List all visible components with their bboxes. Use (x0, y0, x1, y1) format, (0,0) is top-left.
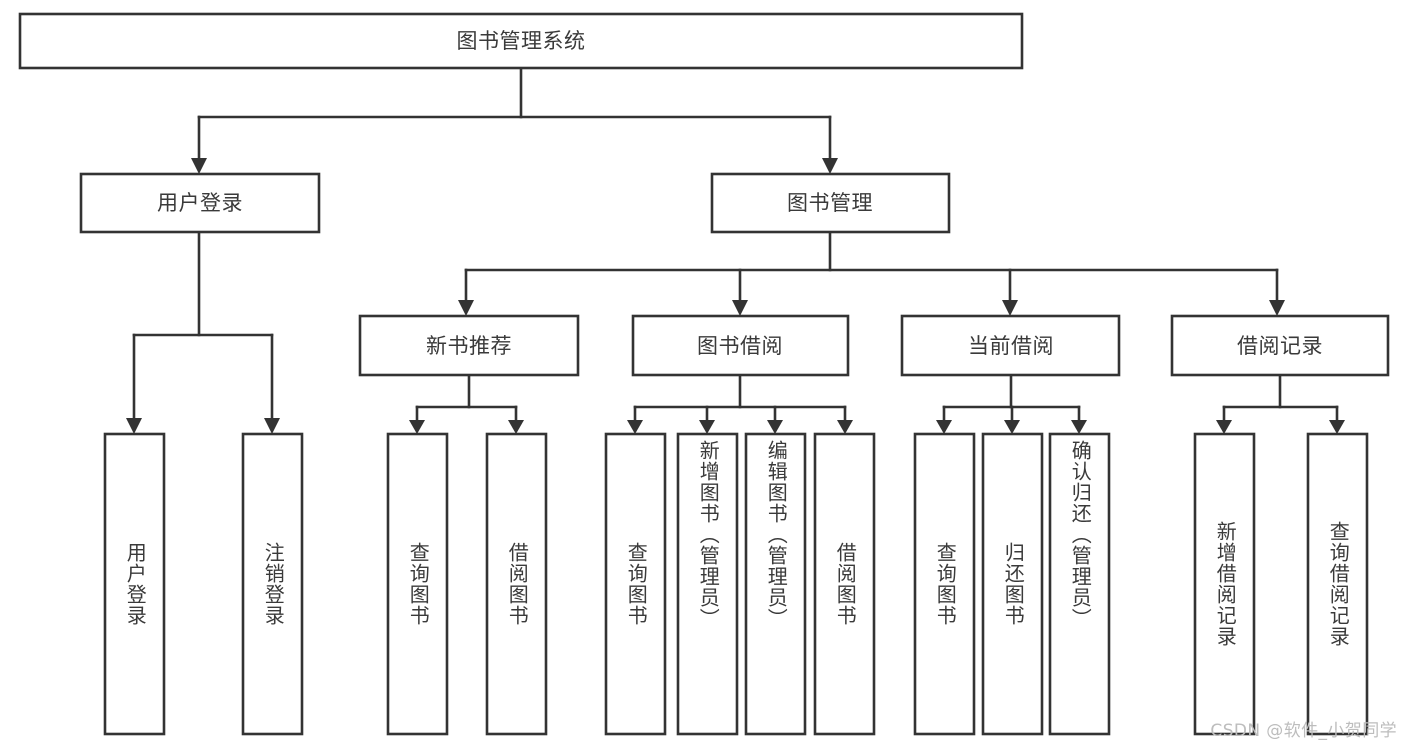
arrow-head-bl-leaf-2 (699, 420, 715, 434)
arrow-head-leaf-user-login (126, 418, 142, 434)
arrow-head-bl-leaf-1 (627, 420, 643, 434)
leaf-box-logout[interactable] (241, 432, 304, 736)
leaf-box-return-book[interactable] (981, 432, 1044, 736)
node-new-book-recommend-box[interactable] (358, 314, 580, 377)
arrow-head-cb-leaf-3 (1071, 420, 1087, 434)
node-user-login-box[interactable] (79, 172, 321, 234)
leaf-box-add-book-admin[interactable] (676, 432, 739, 736)
node-book-management-box[interactable] (710, 172, 951, 234)
arrow-head-nb-leaf-2 (508, 420, 524, 434)
arrow-head-new-books (458, 300, 474, 316)
leaf-box-confirm-return[interactable] (1048, 432, 1111, 736)
node-user-login-label: 用户登录 (157, 191, 243, 215)
node-book-borrow-label: 图书借阅 (697, 334, 783, 358)
leaf-box-layer (103, 432, 1369, 736)
node-root-label: 图书管理系统 (457, 29, 586, 53)
arrow-head-cb-leaf-2 (1004, 420, 1020, 434)
node-layer: 图书管理系统 用户登录 图书管理 新书推荐 图书借阅 当前借阅 借阅记录 (18, 12, 1390, 736)
leaf-box-query-book-nb[interactable] (386, 432, 449, 736)
connector-layer (126, 66, 1345, 434)
node-borrow-record-box[interactable] (1170, 314, 1390, 377)
arrow-head-book-mgmt (822, 158, 838, 174)
node-book-borrow-box[interactable] (631, 314, 850, 377)
leaf-box-edit-book-admin[interactable] (744, 432, 807, 736)
node-book-management-label: 图书管理 (787, 191, 873, 215)
leaf-box-query-book-cb[interactable] (913, 432, 976, 736)
arrow-head-br-leaf-2 (1329, 420, 1345, 434)
arrow-head-leaf-logout (264, 418, 280, 434)
arrow-head-cb-leaf-1 (936, 420, 952, 434)
arrow-head-current-borrow (1002, 300, 1018, 316)
leaf-box-borrow-book-nb[interactable] (485, 432, 548, 736)
node-current-borrow-box[interactable] (900, 314, 1121, 377)
leaf-box-query-book-bl[interactable] (604, 432, 667, 736)
leaf-box-query-borrow-record[interactable] (1306, 432, 1369, 736)
arrow-head-user-login (191, 158, 207, 174)
leaf-box-add-borrow-record[interactable] (1193, 432, 1256, 736)
arrow-head-nb-leaf-1 (409, 420, 425, 434)
arrow-head-bl-leaf-3 (767, 420, 783, 434)
arrow-head-br-leaf-1 (1216, 420, 1232, 434)
csdn-watermark: CSDN @软件_小贺同学 (1210, 721, 1397, 741)
arrow-head-bl-leaf-4 (837, 420, 853, 434)
arrow-head-borrow-records (1269, 300, 1285, 316)
node-new-book-recommend-label: 新书推荐 (426, 334, 512, 358)
leaf-box-user-login[interactable] (103, 432, 166, 736)
leaf-box-borrow-book-bl[interactable] (813, 432, 876, 736)
node-current-borrow-label: 当前借阅 (968, 334, 1054, 358)
node-borrow-record-label: 借阅记录 (1237, 334, 1323, 358)
node-root-box[interactable] (18, 12, 1024, 70)
arrow-head-borrow (732, 300, 748, 316)
